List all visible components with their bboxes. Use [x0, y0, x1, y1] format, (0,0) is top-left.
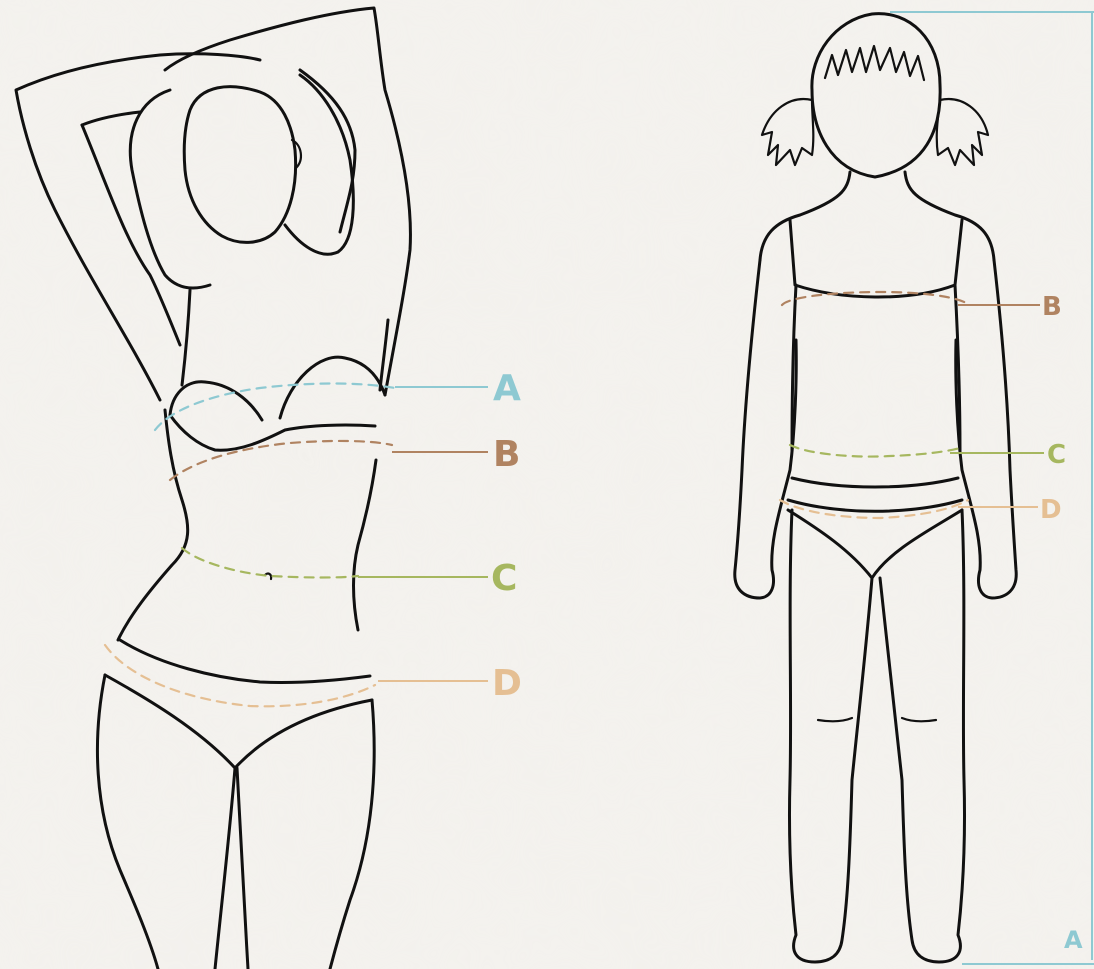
child-label-c: C — [1047, 440, 1066, 470]
child-height-label: A — [1064, 926, 1083, 954]
woman-label-c: C — [491, 558, 517, 599]
child-label-b: B — [1042, 292, 1062, 322]
woman-label-a: A — [493, 368, 521, 409]
woman-label-d: D — [492, 663, 522, 704]
child-label-d: D — [1040, 495, 1062, 525]
woman-label-b: B — [493, 434, 520, 475]
